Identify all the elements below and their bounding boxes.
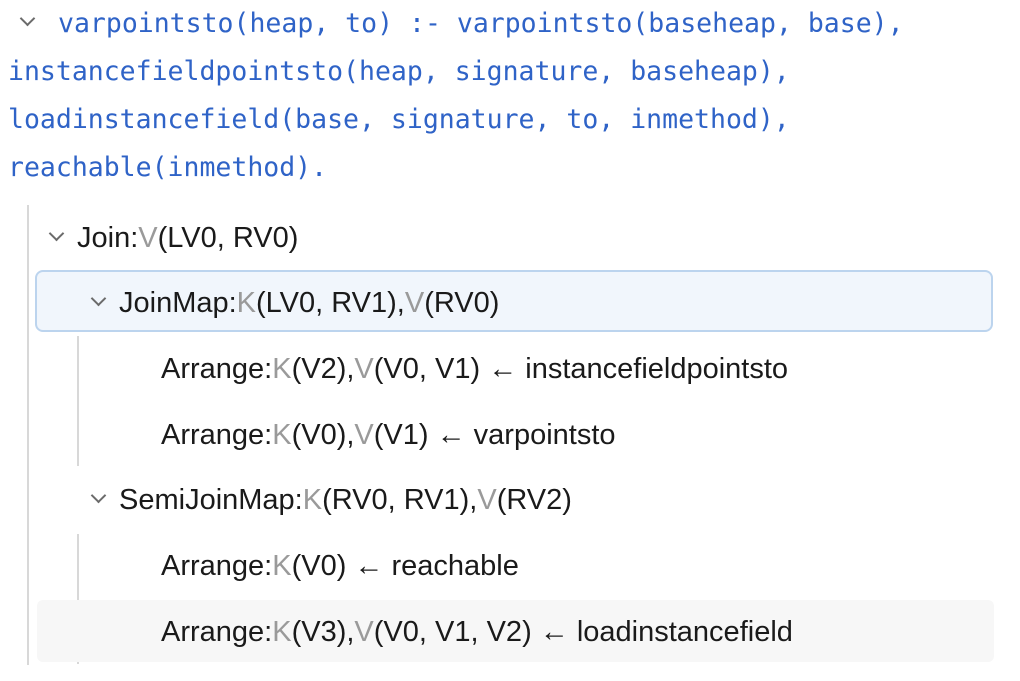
value-args: (V0, V1, V2)	[373, 616, 532, 648]
hovered-row-highlight	[37, 600, 994, 662]
tree-node-semijoinmap[interactable]: SemiJoinMap:K(RV0, RV1),V(RV2)	[90, 468, 572, 532]
value-args: (RV0)	[424, 287, 500, 319]
tree-guide	[27, 205, 29, 665]
node-op: Join:	[77, 222, 139, 254]
rule-head: varpointsto(heap, to) :- varpointsto(bas…	[58, 8, 904, 39]
value-args: (V0, V1)	[373, 353, 481, 385]
node-op: Arrange:	[161, 616, 273, 648]
source-relation: ← loadinstancefield	[531, 616, 793, 648]
key-marker: K	[236, 287, 257, 319]
rule-line: loadinstancefield(base, signature, to, i…	[8, 104, 790, 135]
node-op: JoinMap:	[119, 287, 237, 319]
node-op: Arrange:	[161, 353, 273, 385]
node-op: SemiJoinMap:	[119, 484, 303, 516]
value-marker: V	[354, 616, 374, 648]
node-op: Arrange:	[161, 550, 273, 582]
selected-row-highlight	[35, 270, 993, 332]
tree-node-joinmap[interactable]: JoinMap:K(LV0, RV1),V(RV0)	[90, 271, 499, 335]
key-args: (V2),	[291, 353, 355, 385]
tree-node-arrange[interactable]: Arrange:K(V0) ← reachable	[161, 534, 519, 598]
key-marker: K	[272, 353, 292, 385]
value-marker: V	[477, 484, 497, 516]
tree-guide	[77, 336, 79, 466]
rule-line: reachable(inmethod).	[8, 152, 328, 183]
value-marker: V	[404, 287, 425, 319]
source-relation: ← reachable	[346, 550, 519, 582]
tree-node-join[interactable]: Join:V(LV0, RV0)	[48, 206, 298, 270]
value-marker: V	[354, 419, 374, 451]
rule-line[interactable]: varpointsto(heap, to) :- varpointsto(bas…	[8, 0, 1008, 48]
key-args: (LV0, RV1),	[256, 287, 405, 319]
tree-node-arrange[interactable]: Arrange:K(V0),V(V1) ← varpointsto	[161, 403, 616, 467]
key-args: (V0)	[291, 550, 347, 582]
key-marker: K	[272, 616, 292, 648]
source-relation: ← varpointsto	[428, 419, 616, 451]
key-marker: K	[302, 484, 323, 516]
key-args: (V3),	[291, 616, 355, 648]
key-args: (RV0, RV1),	[322, 484, 478, 516]
node-op: Arrange:	[161, 419, 273, 451]
value-args: (RV2)	[496, 484, 572, 516]
key-marker: K	[272, 419, 292, 451]
source-relation: ← instancefieldpointsto	[480, 353, 789, 385]
rule-line: instancefieldpointsto(heap, signature, b…	[8, 56, 790, 87]
value-args: (LV0, RV0)	[157, 222, 299, 254]
rule-text: varpointsto(heap, to) :- varpointsto(bas…	[8, 0, 1008, 192]
tree-node-arrange[interactable]: Arrange:K(V2),V(V0, V1) ← instancefieldp…	[161, 337, 788, 401]
value-args: (V1)	[373, 419, 429, 451]
tree-node-arrange[interactable]: Arrange:K(V3),V(V0, V1, V2) ← loadinstan…	[161, 600, 793, 664]
value-marker: V	[138, 222, 158, 254]
tree-guide	[77, 534, 79, 664]
value-marker: V	[354, 353, 374, 385]
key-marker: K	[272, 550, 292, 582]
key-args: (V0),	[291, 419, 355, 451]
